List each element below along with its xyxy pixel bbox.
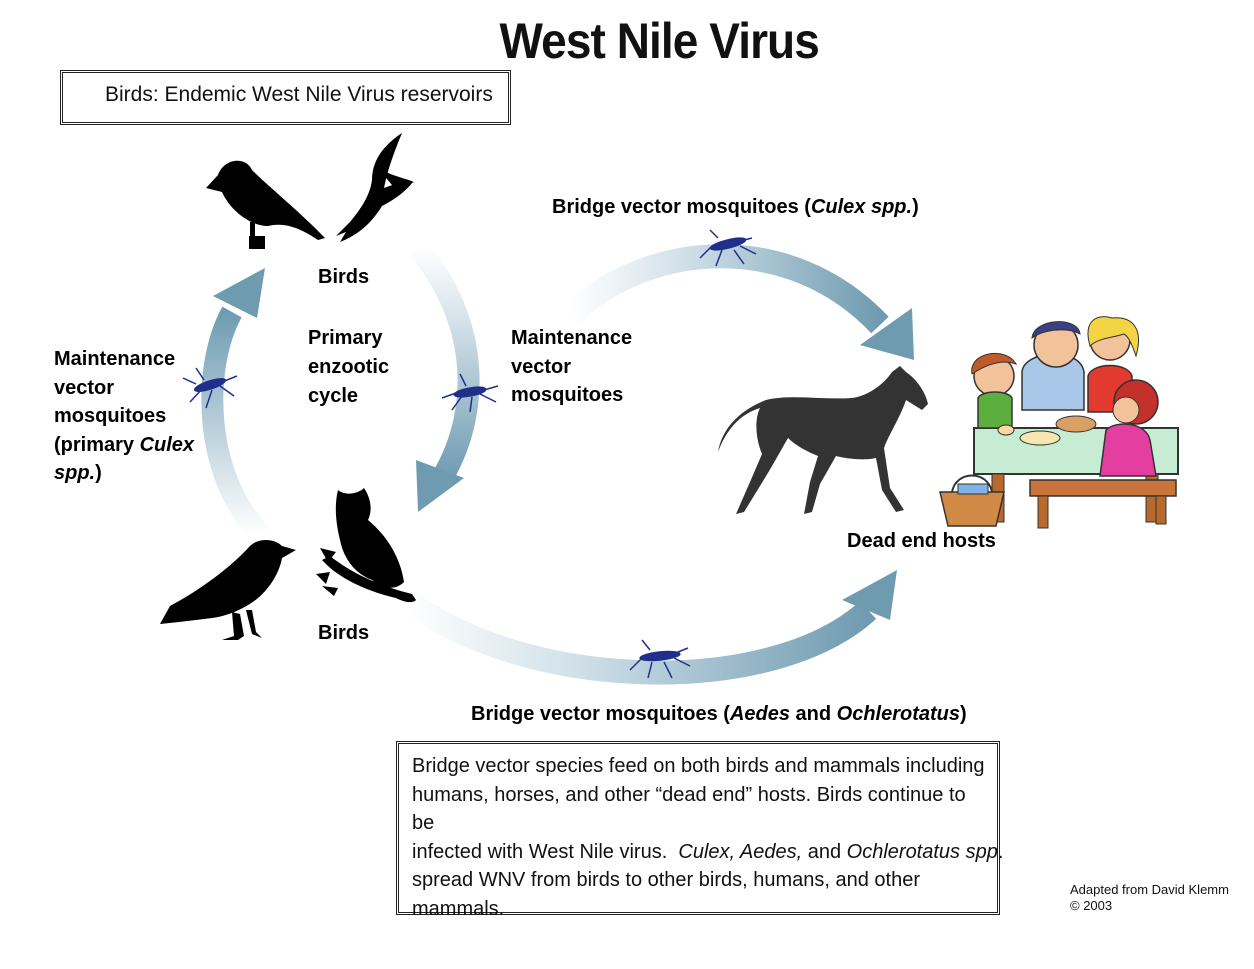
credit-note: Adapted from David Klemm © 2003 [1070, 882, 1229, 914]
left-cycle-arrow [201, 268, 270, 543]
maint-right-line1: Maintenance [511, 327, 632, 349]
dead-end-hosts-label: Dead end hosts [847, 530, 996, 552]
info-line-2: humans, horses, and other “dead end” hos… [412, 783, 966, 835]
birds-top-label: Birds [318, 266, 369, 288]
primary-label-line1: Primary [308, 327, 383, 349]
maint-left-line2: vector [54, 377, 114, 399]
maint-left-line1: Maintenance [54, 348, 175, 370]
bridge-top-label: Bridge vector mosquitoes (Culex spp.) [552, 196, 919, 218]
maint-left-line4: (primary Culex [54, 434, 195, 456]
mosquito-icon [699, 229, 757, 267]
primary-cycle-label: Primary enzootic cycle [308, 327, 389, 407]
bird-silhouette-icon [206, 160, 325, 249]
maintenance-left-label: Maintenance vector mosquitoes (primary C… [54, 348, 195, 484]
horse-silhouette-icon [718, 366, 928, 514]
credit-line-1: Adapted from David Klemm [1070, 882, 1229, 897]
maint-right-line3: mosquitoes [511, 384, 623, 406]
crow-silhouette-icon [160, 540, 296, 640]
maint-right-line2: vector [511, 356, 571, 378]
owl-silhouette-icon [316, 488, 416, 603]
mosquito-icon [182, 367, 238, 409]
info-box: Bridge vector species feed on both birds… [396, 741, 1004, 920]
primary-label-line3: cycle [308, 385, 358, 407]
mosquito-icon [629, 639, 691, 679]
maint-left-line5: spp.) [54, 462, 102, 484]
info-line-3: infected with West Nile virus. Culex, Ae… [412, 840, 1004, 863]
mosquito-icon [441, 373, 499, 413]
primary-label-line2: enzootic [308, 356, 389, 378]
info-line-5: mammals. [412, 897, 505, 920]
birds-bottom-label: Birds [318, 622, 369, 644]
right-cycle-arrow [409, 240, 480, 512]
info-line-1: Bridge vector species feed on both birds… [412, 755, 985, 777]
bridge-bottom-label: Bridge vector mosquitoes (Aedes and Ochl… [471, 703, 967, 725]
bottom-bridge-arrow [397, 570, 897, 685]
credit-line-2: © 2003 [1070, 898, 1113, 913]
maintenance-right-label: Maintenance vector mosquitoes [511, 327, 632, 406]
page-title: West Nile Virus [499, 13, 819, 69]
reservoir-box: Birds: Endemic West Nile Virus reservoir… [60, 70, 511, 125]
top-bridge-arrow [561, 244, 914, 360]
family-picnic-illustration [939, 316, 1179, 529]
info-line-4: spread WNV from birds to other birds, hu… [412, 869, 921, 891]
maint-left-line3: mosquitoes [54, 405, 166, 427]
eagle-silhouette-icon [336, 133, 414, 242]
